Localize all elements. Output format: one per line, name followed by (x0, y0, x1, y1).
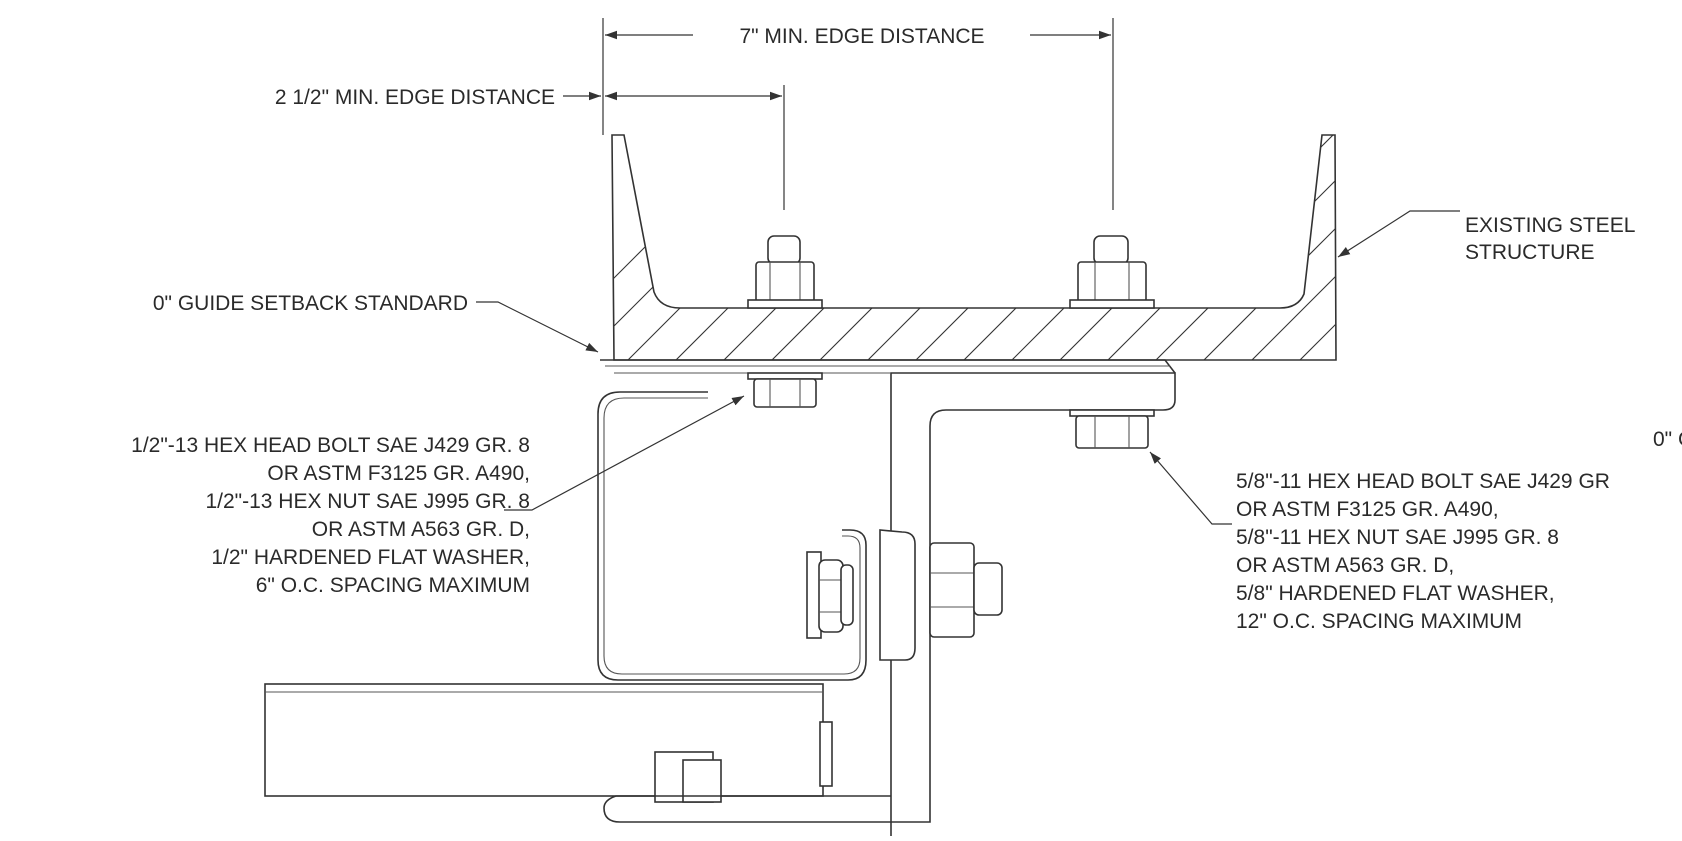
dimension-7in: 7" MIN. EDGE DISTANCE (602, 18, 1114, 210)
existing-steel-label-line-2: STRUCTURE (1465, 241, 1595, 264)
section-hatching (612, 135, 1336, 360)
bolt-half-line-2: OR ASTM F3125 GR. A490, (267, 462, 530, 485)
callout-guide-setback: 0" GUIDE SETBACK STANDARD 0" G (153, 292, 1682, 451)
bolt-half-line-1: 1/2"-13 HEX HEAD BOLT SAE J429 GR. 8 (131, 434, 530, 457)
channel-outline (611, 134, 1337, 361)
bolt-shank-tip (1093, 235, 1129, 265)
bolt-half-line-6: 6" O.C. SPACING MAXIMUM (256, 574, 530, 597)
rail-slot-inner (682, 759, 722, 803)
washer (747, 299, 823, 309)
clip-block (879, 529, 916, 661)
bolt-shank-tip (767, 235, 801, 265)
bolt-half-line-5: 1/2" HARDENED FLAT WASHER, (211, 546, 530, 569)
dimension-7in-label: 7" MIN. EDGE DISTANCE (739, 25, 984, 48)
washer (1069, 299, 1155, 309)
bolt-head (1075, 415, 1149, 449)
bolt-five-eighths-line-5: 5/8" HARDENED FLAT WASHER, (1236, 582, 1555, 605)
bolt-head (753, 378, 817, 408)
formed-clip-outer (597, 391, 867, 681)
bolt-half-inch (747, 235, 823, 408)
guide-rail (264, 683, 892, 836)
existing-steel-label-line-1: EXISTING STEEL (1465, 214, 1635, 237)
callout-existing-steel: EXISTING STEEL STRUCTURE (1337, 210, 1635, 264)
existing-steel-channel (611, 134, 1337, 361)
bracket-plate-top (600, 359, 1176, 374)
dimension-2-5in: 2 1/2" MIN. EDGE DISTANCE (275, 85, 785, 210)
clip-angle-outline (890, 372, 1176, 823)
rail-bracket (597, 359, 1176, 681)
bolt-half-line-4: OR ASTM A563 GR. D, (312, 518, 530, 541)
rail-clip-foot (603, 795, 891, 823)
rail-tab (819, 721, 833, 787)
bolt-five-eighths-line-2: OR ASTM F3125 GR. A490, (1236, 498, 1499, 521)
bolt-half-line-3: 1/2"-13 HEX NUT SAE J995 GR. 8 (205, 490, 530, 513)
hex-nut (755, 261, 815, 303)
guide-setback-label-cropped: 0" G (1653, 428, 1682, 451)
rail-body (264, 683, 824, 797)
bolt-five-eighths-line-4: OR ASTM A563 GR. D, (1236, 554, 1454, 577)
bolt-five-eighths-line-6: 12" O.C. SPACING MAXIMUM (1236, 610, 1522, 633)
dimension-2-5in-label: 2 1/2" MIN. EDGE DISTANCE (275, 86, 555, 109)
bolt-five-eighths-line-1: 5/8"-11 HEX HEAD BOLT SAE J429 GR (1236, 470, 1610, 493)
side-nut (818, 559, 844, 633)
callout-bolt-five-eighths: 5/8"-11 HEX HEAD BOLT SAE J429 GR OR AST… (1149, 451, 1610, 633)
formed-clip-inner (603, 397, 861, 675)
washer-bottom (1069, 409, 1155, 417)
callout-bolt-half-inch: 1/2"-13 HEX HEAD BOLT SAE J429 GR. 8 OR … (131, 395, 745, 597)
guide-setback-label: 0" GUIDE SETBACK STANDARD (153, 292, 468, 315)
washer-bottom (747, 372, 823, 380)
hex-nut (1077, 261, 1147, 303)
horizontal-bolt-head (929, 542, 975, 638)
bolt-five-eighths-line-3: 5/8"-11 HEX NUT SAE J995 GR. 8 (1236, 526, 1559, 549)
side-washer-2 (840, 564, 854, 626)
bolt-five-eighths (1069, 235, 1155, 449)
horizontal-bolt-shank (973, 562, 1003, 616)
